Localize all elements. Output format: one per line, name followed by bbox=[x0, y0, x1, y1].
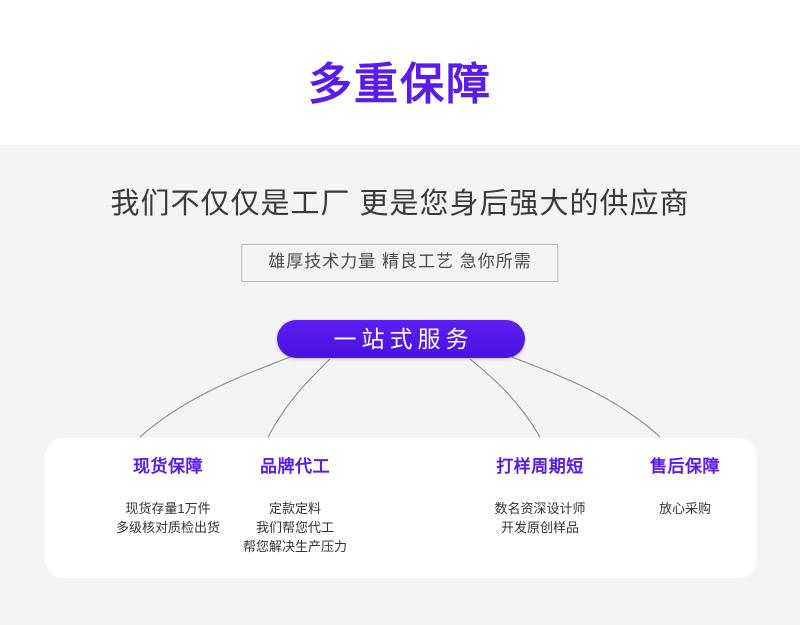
feature-title-1: 现货保障 bbox=[133, 457, 203, 476]
feature-line: 多级核对质检出货 bbox=[115, 520, 220, 535]
one-stop-service-pill[interactable]: 一站式服务 bbox=[277, 320, 525, 358]
feature-lines-2: 定款定料 我们帮您代工 帮您解决生产压力 bbox=[200, 499, 390, 556]
title-band: 多重保障 bbox=[0, 0, 800, 145]
feature-lines-1: 现货存量1万件 多级核对质检出货 bbox=[73, 499, 263, 537]
tagline-box: 雄厚技术力量 精良工艺 急你所需 bbox=[241, 244, 559, 282]
feature-line: 现货存量1万件 bbox=[125, 501, 211, 516]
feature-title-4: 售后保障 bbox=[650, 457, 720, 476]
page-title: 多重保障 bbox=[308, 60, 492, 109]
feature-column-2: 品牌代工 定款定料 我们帮您代工 帮您解决生产压力 bbox=[200, 458, 390, 556]
feature-line: 开发原创样品 bbox=[500, 520, 579, 535]
feature-line: 帮您解决生产压力 bbox=[242, 539, 347, 554]
feature-column-4: 售后保障 放心采购 bbox=[590, 458, 780, 518]
connector-path-4 bbox=[511, 356, 661, 438]
feature-title-3: 打样周期短 bbox=[496, 457, 584, 476]
feature-column-3: 打样周期短 数名资深设计师 开发原创样品 bbox=[445, 458, 635, 537]
feature-line: 我们帮您代工 bbox=[255, 520, 334, 535]
feature-card: 现货保障 现货存量1万件 多级核对质检出货 品牌代工 定款定料 我们帮您代工 帮… bbox=[45, 438, 757, 578]
feature-line: 定款定料 bbox=[268, 501, 321, 516]
subtitle-text: 我们不仅仅是工厂 更是您身后强大的供应商 bbox=[110, 188, 690, 220]
feature-line: 数名资深设计师 bbox=[494, 501, 586, 516]
feature-line: 放心采购 bbox=[658, 501, 711, 516]
content-area: 我们不仅仅是工厂 更是您身后强大的供应商 雄厚技术力量 精良工艺 急你所需 一 bbox=[0, 145, 800, 625]
feature-lines-4: 放心采购 bbox=[590, 499, 780, 518]
feature-title-2: 品牌代工 bbox=[260, 457, 330, 476]
tagline-text: 雄厚技术力量 精良工艺 急你所需 bbox=[268, 252, 532, 271]
feature-lines-3: 数名资深设计师 开发原创样品 bbox=[445, 499, 635, 537]
connector-path-2 bbox=[267, 358, 331, 438]
connector-path-1 bbox=[139, 356, 291, 438]
one-stop-service-label: 一站式服务 bbox=[333, 325, 474, 352]
connector-path-3 bbox=[469, 358, 541, 438]
feature-column-1: 现货保障 现货存量1万件 多级核对质检出货 bbox=[73, 458, 263, 537]
